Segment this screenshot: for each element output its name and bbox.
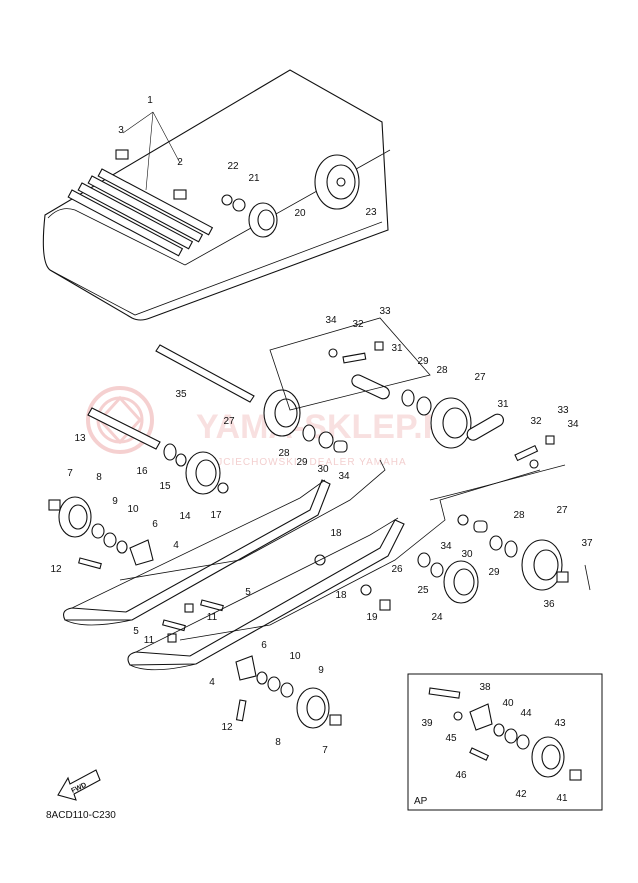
callout-9: 9 <box>318 665 324 676</box>
callout-5: 5 <box>245 587 251 598</box>
callout-28: 28 <box>278 448 290 459</box>
callout-27: 27 <box>223 416 235 427</box>
callout-30: 30 <box>461 549 473 560</box>
callout-10: 10 <box>289 651 301 662</box>
callout-37: 37 <box>581 538 593 549</box>
callout-38: 38 <box>479 682 491 693</box>
callout-33: 33 <box>557 405 569 416</box>
callout-2: 2 <box>177 157 183 168</box>
callout-9: 9 <box>112 496 118 507</box>
callout-4: 4 <box>209 677 215 688</box>
callout-18: 18 <box>335 590 347 601</box>
watermark-logo-icon <box>86 386 154 454</box>
callout-31: 31 <box>497 399 509 410</box>
track-clips <box>67 168 214 257</box>
callout-27: 27 <box>556 505 568 516</box>
wheels-group <box>58 389 565 778</box>
callout-8: 8 <box>96 472 102 483</box>
callout-24: 24 <box>431 612 443 623</box>
callout-28: 28 <box>513 510 525 521</box>
callout-5: 5 <box>133 626 139 637</box>
fwd-arrow-icon: FWD <box>57 769 101 801</box>
callout-14: 14 <box>179 511 191 522</box>
callout-36: 36 <box>543 599 555 610</box>
callout-16: 16 <box>136 466 148 477</box>
callout-11: 11 <box>207 612 218 623</box>
callout-3: 3 <box>118 125 124 136</box>
callout-34: 34 <box>440 541 452 552</box>
callout-21: 21 <box>248 173 260 184</box>
callout-28: 28 <box>436 365 448 376</box>
clip-part-3 <box>115 149 129 160</box>
callout-6: 6 <box>152 519 158 530</box>
callout-45: 45 <box>445 733 457 744</box>
callout-12: 12 <box>50 564 62 575</box>
callout-29: 29 <box>296 457 308 468</box>
callout-35: 35 <box>175 389 187 400</box>
callout-1: 1 <box>147 95 153 106</box>
ap-inset-label: AP <box>414 796 428 807</box>
callout-18: 18 <box>330 528 342 539</box>
callout-31: 31 <box>391 343 403 354</box>
callout-15: 15 <box>159 481 171 492</box>
track-belt <box>42 69 391 321</box>
callout-39: 39 <box>421 718 433 729</box>
clip-part-2 <box>173 189 187 200</box>
callout-34: 34 <box>567 419 579 430</box>
callout-32: 32 <box>530 416 542 427</box>
callout-27: 27 <box>474 372 486 383</box>
callout-34: 34 <box>338 471 350 482</box>
callout-13: 13 <box>74 433 86 444</box>
cross-members <box>119 317 566 641</box>
axles <box>87 344 255 450</box>
callout-20: 20 <box>294 208 306 219</box>
callout-10: 10 <box>127 504 139 515</box>
watermark-tagline: WOJCIECHOWSKI - DEALER YAMAHA <box>198 457 407 468</box>
callout-23: 23 <box>365 207 377 218</box>
callout-7: 7 <box>67 468 73 479</box>
callout-11: 11 <box>144 635 155 646</box>
slide-rail-right <box>127 517 405 671</box>
callout-6: 6 <box>261 640 267 651</box>
callout-19: 19 <box>366 612 378 623</box>
callout-46: 46 <box>455 770 467 781</box>
callout-33: 33 <box>379 306 391 317</box>
callout-41: 41 <box>556 793 568 804</box>
callout-40: 40 <box>502 698 514 709</box>
callout-4: 4 <box>173 540 179 551</box>
callout-25: 25 <box>417 585 429 596</box>
callout-44: 44 <box>520 708 532 719</box>
callout-43: 43 <box>554 718 566 729</box>
callout-34: 34 <box>325 315 337 326</box>
callout-42: 42 <box>515 789 527 800</box>
callout-7: 7 <box>322 745 328 756</box>
upper-wheels <box>221 154 360 238</box>
diagram-code: 8ACD110-C230 <box>46 810 116 821</box>
callout-29: 29 <box>417 356 429 367</box>
callout-32: 32 <box>352 319 364 330</box>
callout-12: 12 <box>221 722 233 733</box>
callout-30: 30 <box>317 464 329 475</box>
slide-rail-left <box>63 479 331 626</box>
callout-26: 26 <box>391 564 403 575</box>
callout-29: 29 <box>488 567 500 578</box>
small-parts <box>48 341 591 726</box>
ap-inset: AP <box>407 673 603 811</box>
callout-22: 22 <box>227 161 239 172</box>
callout-17: 17 <box>210 510 222 521</box>
callout-8: 8 <box>275 737 281 748</box>
